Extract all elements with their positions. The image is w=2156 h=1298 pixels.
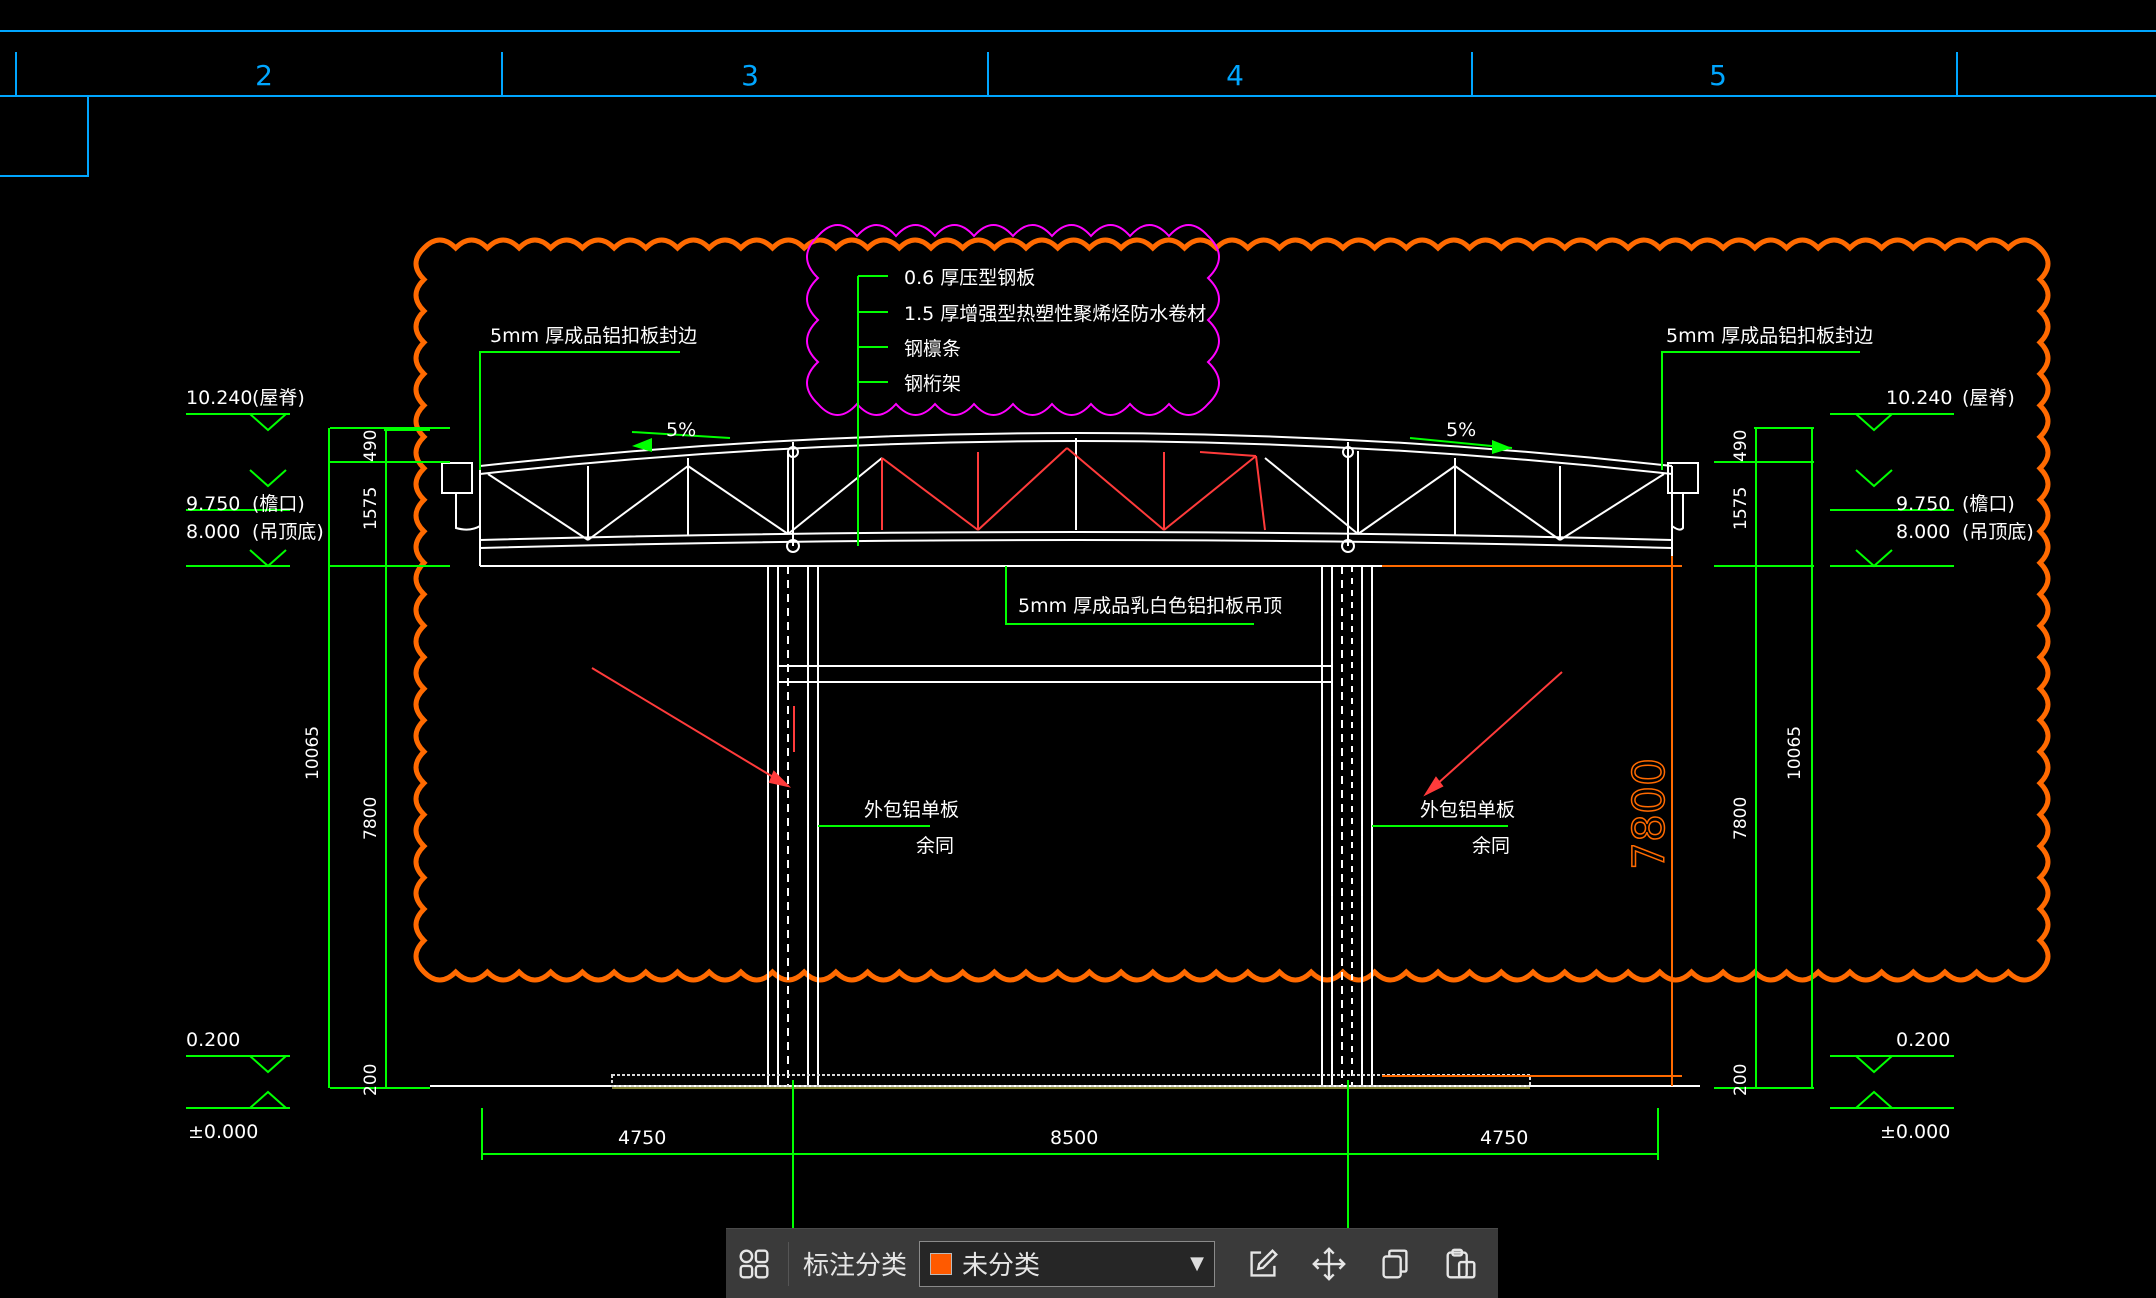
- elevation-ridge-left: 10.240: [186, 387, 252, 409]
- column-note-right-sub: 余同: [1472, 835, 1510, 857]
- grid-axis-label-2: 2: [255, 59, 273, 92]
- elevation-ceiling-left: 8.000: [186, 521, 240, 543]
- apps-grid-icon[interactable]: [726, 1236, 782, 1292]
- dim-v-200-right: 200: [1731, 1064, 1751, 1096]
- red-leader-arrows: [591, 667, 1563, 797]
- dim-h-mid: 8500: [1050, 1127, 1098, 1149]
- dim-h-right: 4750: [1480, 1127, 1528, 1149]
- dim-v-total-right: 10065: [1785, 726, 1805, 780]
- roof-layer-2: 1.5 厚增强型热塑性聚烯烃防水卷材: [904, 303, 1206, 325]
- column-note-left: 外包铝单板: [864, 799, 959, 821]
- clear-height-dimension: [1382, 556, 1682, 1086]
- grid-axis-label-4: 4: [1226, 59, 1244, 92]
- elevation-eave-label-right: (檐口): [1962, 493, 2015, 515]
- roof-layer-3: 钢檩条: [904, 338, 961, 360]
- elevation-ridge-label-right: (屋脊): [1962, 387, 2015, 409]
- column-note-right: 外包铝单板: [1420, 799, 1515, 821]
- dim-v-total-left: 10065: [303, 726, 323, 780]
- annotation-category-label: 标注分类: [803, 1251, 908, 1281]
- annotation-leaders: [479, 275, 1860, 827]
- grid-axis-header: [0, 30, 2156, 177]
- annotation-category-dropdown[interactable]: 未分类 ▼: [919, 1240, 1216, 1287]
- elevation-eave-left: 9.750: [186, 493, 240, 515]
- elevation-floor-right: 0.200: [1896, 1029, 1950, 1051]
- category-color-swatch: [930, 1252, 953, 1275]
- dim-v-490-left: 490: [361, 430, 381, 462]
- ceiling-note: 5mm 厚成品乳白色铝扣板吊顶: [1018, 595, 1282, 617]
- elevation-ground-left: ±0.000: [188, 1121, 258, 1143]
- roof-layer-cloud[interactable]: [806, 224, 1220, 416]
- grid-axis-label-5: 5: [1709, 59, 1727, 92]
- grid-axis-label-3: 3: [741, 59, 759, 92]
- move-icon[interactable]: [1301, 1236, 1357, 1292]
- roof-truss: [441, 432, 1699, 567]
- dim-v-490-right: 490: [1731, 430, 1751, 462]
- paste-icon[interactable]: [1433, 1236, 1489, 1292]
- left-edge-note: 5mm 厚成品铝扣板封边: [490, 325, 697, 347]
- ground-line: [430, 1074, 1700, 1089]
- column-note-left-sub: 余同: [916, 835, 954, 857]
- roof-layer-1: 0.6 厚压型钢板: [904, 267, 1035, 289]
- dim-v-1575-left: 1575: [361, 487, 381, 530]
- edit-icon[interactable]: [1235, 1236, 1291, 1292]
- toolbar-divider: [788, 1241, 789, 1286]
- chevron-down-icon[interactable]: ▼: [1190, 1253, 1205, 1274]
- columns: [767, 566, 1373, 1086]
- elevation-ridge-label-left: (屋脊): [252, 387, 305, 409]
- revision-cloud[interactable]: [413, 237, 2051, 983]
- roof-layer-4: 钢桁架: [904, 373, 961, 395]
- right-edge-note: 5mm 厚成品铝扣板封边: [1666, 325, 1873, 347]
- elevation-ceiling-right: 8.000: [1896, 521, 1950, 543]
- elevation-ceiling-label-right: (吊顶底): [1962, 521, 2034, 543]
- annotation-toolbar: 标注分类 未分类 ▼: [726, 1228, 1498, 1298]
- right-slope-label: 5%: [1446, 419, 1476, 441]
- left-slope-label: 5%: [666, 419, 696, 441]
- category-selected-value: 未分类: [962, 1251, 1041, 1281]
- elevation-ceiling-label-left: (吊顶底): [252, 521, 324, 543]
- dim-v-1575-right: 1575: [1731, 487, 1751, 530]
- slope-arrows: [632, 438, 1512, 454]
- elevation-eave-right: 9.750: [1896, 493, 1950, 515]
- dimension-lines: [186, 413, 1954, 1228]
- dim-h-left: 4750: [618, 1127, 666, 1149]
- elevation-ground-right: ±0.000: [1880, 1121, 1950, 1143]
- elevation-ridge-right: 10.240: [1886, 387, 1952, 409]
- copy-icon[interactable]: [1367, 1236, 1423, 1292]
- dim-v-200-left: 200: [361, 1064, 381, 1096]
- elevation-floor-left: 0.200: [186, 1029, 240, 1051]
- dim-v-7800-right: 7800: [1731, 797, 1751, 840]
- elevation-markers: [249, 413, 1893, 1109]
- clear-height-label: 7800: [1624, 758, 1675, 870]
- roof-truss-highlighted-members: [881, 447, 1266, 531]
- elevation-eave-label-left: (檐口): [252, 493, 305, 515]
- dim-v-7800-left: 7800: [361, 797, 381, 840]
